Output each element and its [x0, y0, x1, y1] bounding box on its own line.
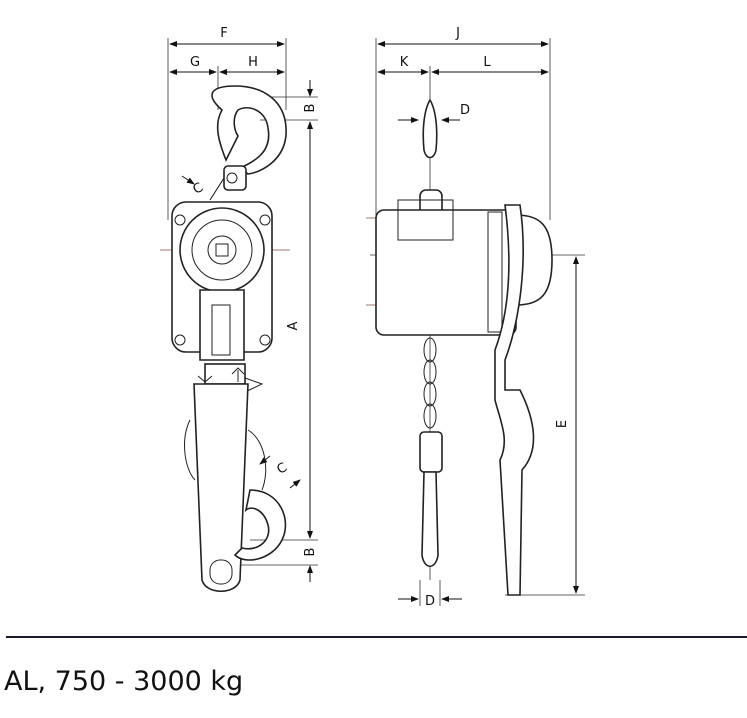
label-F: F — [220, 26, 227, 41]
label-E: E — [555, 420, 570, 428]
label-B-bottom: B — [303, 548, 318, 557]
load-chain — [423, 337, 437, 429]
label-J: J — [455, 26, 460, 41]
label-C-bottom: C — [275, 460, 290, 478]
label-D-top: D — [460, 103, 470, 118]
label-H: H — [248, 55, 258, 70]
label-L: L — [483, 55, 491, 70]
side-view-hoist — [375, 98, 553, 596]
front-view-hoist — [171, 85, 287, 593]
label-B-top: B — [303, 104, 318, 113]
label-C-top: C — [191, 180, 206, 198]
dimension-labels: F G H B C A C B J K L D E D — [190, 26, 570, 609]
label-G: G — [190, 55, 200, 70]
label-K: K — [400, 55, 409, 70]
divider-line — [6, 636, 747, 638]
label-A: A — [286, 321, 301, 330]
caption: AL, 750 - 3000 kg — [4, 666, 244, 697]
label-D-bottom: D — [425, 594, 435, 609]
